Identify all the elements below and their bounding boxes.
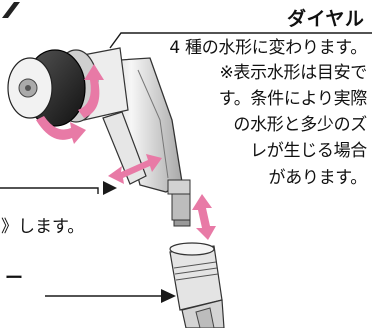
dial-description-line: レが生じる場合 (250, 141, 367, 161)
double-arrow-icon (108, 154, 162, 184)
lever-pointer-arrow (103, 181, 117, 195)
dial-description-line: す。条件により実際 (218, 89, 368, 109)
dial-leader-line (109, 32, 288, 49)
dial-description-line: の水形と多少のズ (233, 115, 367, 135)
connector-pointer-arrow (161, 289, 176, 303)
dial-description-line: があります。 (268, 168, 368, 188)
left-text-fragment: 》します。 (1, 217, 85, 237)
corner-mark (2, 2, 20, 18)
lever-pointer-line (0, 187, 99, 194)
dial-description-line: 4 種の水形に変わります。 (169, 38, 367, 58)
dial-description-line: ※表示水形は目安で (219, 63, 367, 83)
connector-double-arrow-icon (192, 194, 216, 240)
rotate-arrow-icon (36, 64, 104, 144)
left-heading-fragment: ー (5, 268, 23, 289)
hose-connector-illustration (169, 242, 225, 328)
dial-title: ダイヤル (287, 8, 365, 30)
